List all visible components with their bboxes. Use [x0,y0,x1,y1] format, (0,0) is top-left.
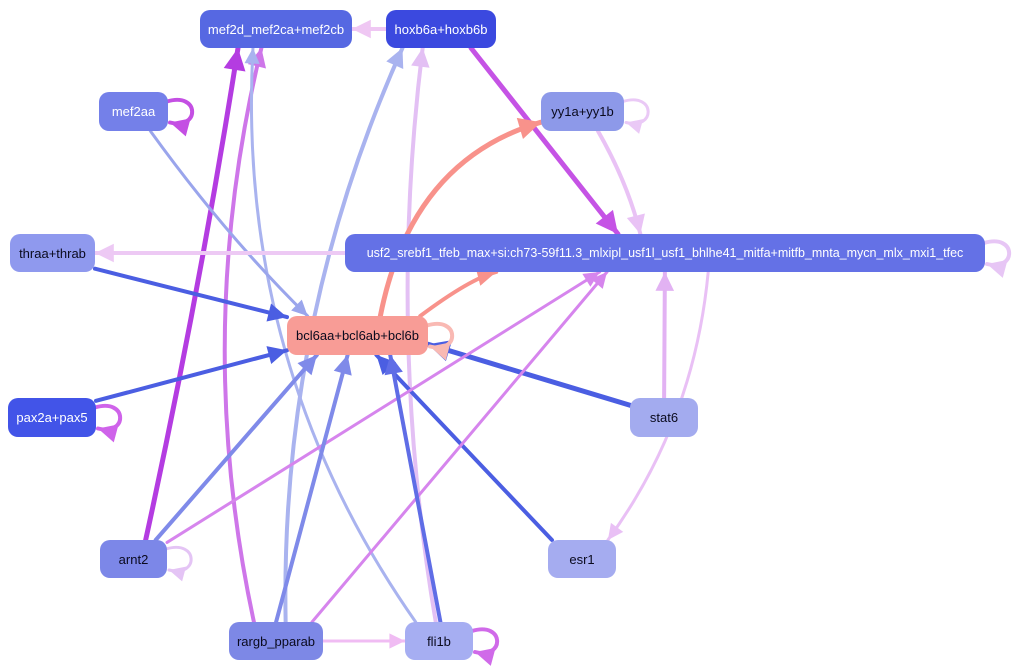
edge-rargb_pparab-to-mef2d_mef2ca_mef2cb [222,46,264,624]
node-fli1b[interactable]: fli1b [405,622,473,660]
edge-hoxb6a_hoxb6b-to-usf2_cluster [468,45,621,237]
self-loop-pax2a_pax5-arrowhead [98,424,119,443]
node-mef2d_mef2ca_mef2cb[interactable]: mef2d_mef2ca+mef2cb [200,10,352,48]
edge-mef2aa-to-bcl6aa_bcl6ab_bcl6b [148,129,310,318]
node-label: esr1 [569,551,595,567]
edge-arnt2-to-bcl6aa_bcl6ab_bcl6b-arrowhead [297,355,317,376]
edge-yy1a_yy1b-to-usf2_cluster-arrowhead [626,213,645,234]
edge-thraa_thrab-to-bcl6aa_bcl6ab_bcl6b-arrowhead [266,303,287,322]
edge-stat6-to-bcl6aa_bcl6ab_bcl6b [425,341,633,408]
edge-stat6-to-usf2_cluster-arrowhead [655,272,675,291]
edge-fli1b-to-mef2d_mef2ca_mef2cb-arrowhead [244,48,260,64]
node-rargb_pparab[interactable]: rargb_pparab [229,622,323,660]
node-pax2a_pax5[interactable]: pax2a+pax5 [8,398,96,437]
edge-bcl6aa_bcl6ab_bcl6b-to-yy1a_yy1b [377,119,544,319]
edge-fli1b-to-hoxb6a_hoxb6b-arrowhead [411,48,430,68]
node-label: fli1b [427,633,451,649]
self-loop-arnt2-arrowhead [169,566,187,582]
edge-thraa_thrab-to-bcl6aa_bcl6ab_bcl6b [93,266,289,320]
node-label: stat6 [649,410,679,425]
edge-mef2aa-to-bcl6aa_bcl6ab_bcl6b-arrowhead [291,299,308,316]
edge-arnt2-to-usf2_cluster [165,270,602,544]
edge-bcl6aa_bcl6ab_bcl6b-to-yy1a_yy1b-arrowhead [516,117,541,139]
edge-rargb_pparab-to-usf2_cluster [310,270,609,624]
node-arnt2[interactable]: arnt2 [100,540,167,578]
edge-arnt2-to-bcl6aa_bcl6ab_bcl6b [153,353,319,542]
edge-pax2a_pax5-to-bcl6aa_bcl6ab_bcl6b [94,348,289,403]
edge-pax2a_pax5-to-bcl6aa_bcl6ab_bcl6b-arrowhead [266,346,287,365]
edge-esr1-to-bcl6aa_bcl6ab_bcl6b [374,353,554,542]
node-hoxb6a_hoxb6b[interactable]: hoxb6a+hoxb6b [386,10,496,48]
edge-stat6-to-usf2_cluster [662,270,667,400]
self-loop-yy1a_yy1b-arrowhead [626,119,644,134]
self-loop-fli1b-arrowhead [475,647,496,666]
node-label: usf2_srebf1_tfeb_max+si:ch73-59f11.3_mlx… [366,246,964,260]
node-label: rargb_pparab [236,633,316,649]
node-usf2_cluster[interactable]: usf2_srebf1_tfeb_max+si:ch73-59f11.3_mlx… [345,234,985,272]
self-loop-arnt2 [164,545,193,573]
self-loop-mef2aa-arrowhead [170,118,191,137]
edge-arnt2-to-usf2_cluster-arrowhead [582,272,600,287]
node-bcl6aa_bcl6ab_bcl6b[interactable]: bcl6aa+bcl6ab+bcl6b [287,316,428,355]
node-label: yy1a+yy1b [551,104,614,119]
node-mef2aa[interactable]: mef2aa [99,92,168,131]
edge-rargb_pparab-to-bcl6aa_bcl6ab_bcl6b [274,353,350,624]
self-loop-bcl6aa_bcl6ab_bcl6b-arrowhead [430,342,451,361]
edge-fli1b-to-bcl6aa_bcl6ab_bcl6b-arrowhead [384,355,403,376]
edge-bcl6aa_bcl6ab_bcl6b-to-usf2_cluster-arrowhead [475,267,497,286]
node-label: mef2d_mef2ca+mef2cb [207,21,345,37]
edge-hoxb6a_hoxb6b-to-usf2_cluster-arrowhead [595,209,618,234]
node-thraa_thrab[interactable]: thraa+thrab [10,234,95,272]
node-label: bcl6aa+bcl6ab+bcl6b [296,328,419,343]
node-label: mef2aa [111,104,156,119]
node-label: hoxb6a+hoxb6b [394,21,488,37]
self-loop-usf2_cluster-arrowhead [987,259,1008,278]
node-esr1[interactable]: esr1 [548,540,616,578]
edge-fli1b-to-bcl6aa_bcl6ab_bcl6b [388,353,443,624]
edge-rargb_pparab-to-fli1b-arrowhead [389,633,405,649]
edge-arnt2-to-mef2d_mef2ca_mef2cb-arrowhead [223,48,246,72]
node-label: arnt2 [118,551,149,567]
node-stat6[interactable]: stat6 [630,398,698,437]
edge-esr1-to-bcl6aa_bcl6ab_bcl6b-arrowhead [376,355,397,376]
edge-rargb_pparab-to-bcl6aa_bcl6ab_bcl6b-arrowhead [333,355,352,376]
edge-usf2_cluster-to-thraa_thrab-arrowhead [95,243,114,263]
node-yy1a_yy1b[interactable]: yy1a+yy1b [541,92,624,131]
edge-hoxb6a_hoxb6b-to-mef2d_mef2ca_mef2cb-arrowhead [352,19,371,39]
node-label: pax2a+pax5 [16,410,88,425]
node-label: thraa+thrab [19,245,86,261]
edge-rargb_pparab-to-usf2_cluster-arrowhead [591,272,607,289]
edge-rargb_pparab-to-hoxb6a_hoxb6b-arrowhead [386,48,404,69]
edge-usf2_cluster-to-esr1-arrowhead [607,522,624,540]
self-loop-yy1a_yy1b [621,98,650,126]
